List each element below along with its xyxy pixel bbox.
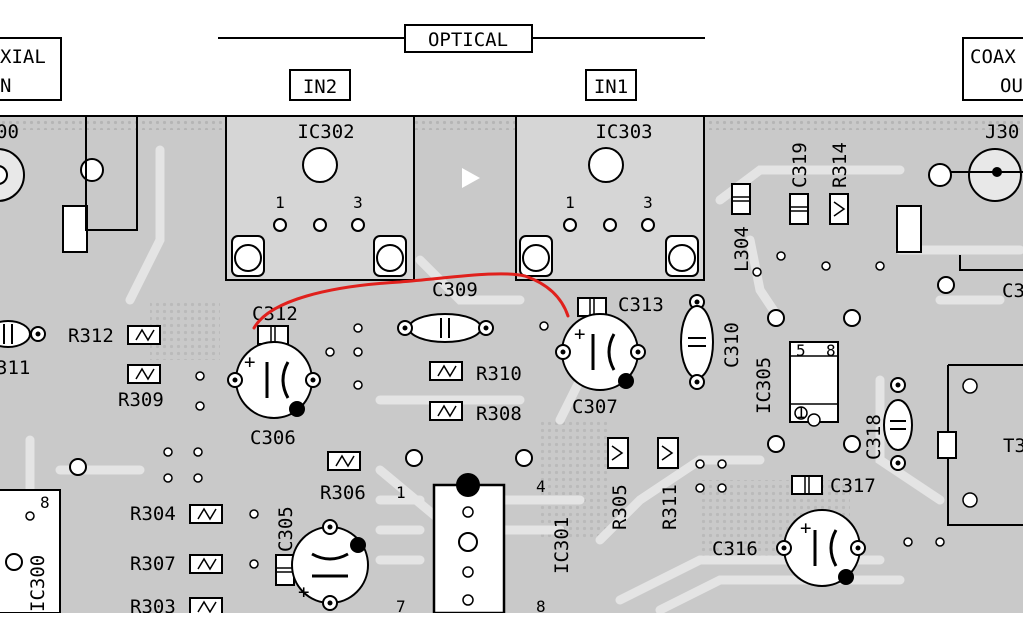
ic305-chip: IC305 5 8 1 [753, 309, 861, 453]
c307-plus: + [574, 323, 585, 345]
c316-component: + C316 [712, 509, 866, 587]
ic301-chip: 1 4 7 8 IC301 [396, 449, 573, 616]
r304-label: R304 [130, 503, 176, 525]
ic302-module: IC302 1 3 [225, 115, 415, 281]
r312-component: R312 [68, 325, 161, 347]
coax-in-line2: N [0, 75, 11, 97]
ic300-label: IC300 [27, 555, 49, 612]
c316-label: C316 [712, 538, 758, 560]
ic302-label: IC302 [297, 121, 354, 143]
c307-label: C307 [572, 396, 618, 418]
c3-fragment: C3 [1002, 280, 1023, 302]
in2-label: IN2 [303, 76, 337, 98]
t3-fragment: T3 [1003, 435, 1023, 457]
c306-label: C306 [250, 427, 296, 449]
signal-arrow-icon [462, 168, 480, 188]
r307-component: R307 [130, 553, 259, 575]
coax-out-line1: COAX [970, 46, 1016, 68]
in1-label: IN1 [594, 76, 628, 98]
c309-component: C309 [397, 279, 494, 343]
c300-fragment: 00 [0, 121, 19, 143]
r306-component: R306 [320, 451, 366, 504]
ic300-chip: 8 IC300 [0, 489, 61, 614]
ic301-pin1: 1 [396, 483, 406, 502]
r308-component: R308 [429, 401, 522, 425]
ic301-pin8: 8 [536, 597, 546, 613]
ic305-pin8: 8 [826, 341, 836, 360]
coax-in-line1: XIAL [0, 46, 46, 68]
optical-header: OPTICAL [218, 24, 705, 53]
r314-component: R314 [829, 142, 851, 225]
c307-component: + C307 [555, 313, 646, 418]
c310-label: C310 [721, 322, 743, 368]
r309-component: R309 [118, 364, 164, 411]
board-dotted-edge [0, 116, 1023, 130]
ic305-label: IC305 [753, 357, 775, 414]
r306-label: R306 [320, 482, 366, 504]
c313-label: C313 [618, 294, 664, 316]
coax-out-header: COAX OU [962, 37, 1023, 101]
ic301-pin7: 7 [396, 597, 406, 613]
c317-label: C317 [830, 475, 876, 497]
c318-label: C318 [863, 414, 885, 460]
coax-out-jack: J30 C3 [896, 121, 1023, 302]
r307-label: R307 [130, 553, 176, 575]
ic302-pin3: 3 [353, 193, 363, 212]
c306-component: + C306 [227, 341, 321, 449]
ic301-pin4: 4 [536, 477, 546, 496]
c311-component: 311 [0, 320, 46, 379]
r308-label: R308 [476, 403, 522, 425]
c310-component: C310 [680, 294, 743, 390]
optical-label: OPTICAL [428, 29, 508, 51]
r310-label: R310 [476, 363, 522, 385]
l304-label: L304 [731, 226, 753, 272]
c305-component: C305 + [275, 506, 369, 611]
c309-label: C309 [432, 279, 478, 301]
c319-component: C319 [789, 142, 811, 225]
c316-plus: + [800, 517, 811, 539]
r305-label: R305 [609, 484, 631, 530]
c311-fragment: 311 [0, 357, 30, 379]
c306-plus: + [244, 351, 255, 373]
c305-label: C305 [275, 506, 297, 552]
board-dotted-region [540, 420, 610, 540]
r303-label: R303 [130, 596, 176, 613]
r304-component: R304 [130, 503, 259, 525]
r311-label: R311 [659, 484, 681, 530]
c313-component: C313 [577, 294, 664, 317]
j30-label: J30 [985, 121, 1019, 143]
in2-header: IN2 [289, 69, 351, 101]
c319-label: C319 [789, 142, 811, 188]
ic303-label: IC303 [595, 121, 652, 143]
ic300-pin8: 8 [40, 493, 50, 512]
c312-component: C312 [252, 303, 298, 345]
red-annotation-stroke [252, 272, 570, 330]
ic303-pin1: 1 [565, 193, 575, 212]
coax-out-line2: OU [1000, 75, 1023, 97]
c317-component: C317 [791, 475, 876, 497]
r314-label: R314 [829, 142, 851, 188]
in1-header: IN1 [585, 69, 637, 101]
c312-label: C312 [252, 303, 298, 325]
ic303-pin3: 3 [643, 193, 653, 212]
coax-in-jack: 00 [0, 116, 138, 253]
t3-transformer: T3 [937, 364, 1023, 526]
r310-component: R310 [429, 361, 522, 385]
ic301-label: IC301 [551, 517, 573, 574]
ic302-pin1: 1 [275, 193, 285, 212]
r309-label: R309 [118, 389, 164, 411]
c305-plus: + [298, 581, 309, 603]
l304-component: L304 [731, 183, 753, 272]
c318-component: C318 [863, 377, 913, 471]
ic303-module: IC303 1 3 [515, 115, 705, 281]
ic305-pin1: 1 [796, 403, 806, 422]
r305-component: R305 [607, 437, 631, 530]
coax-in-header: XIAL N [0, 37, 62, 101]
board-dotted-region [150, 300, 220, 360]
ic305-pin5: 5 [796, 341, 806, 360]
r311-component: R311 [657, 437, 681, 530]
r312-label: R312 [68, 325, 114, 347]
